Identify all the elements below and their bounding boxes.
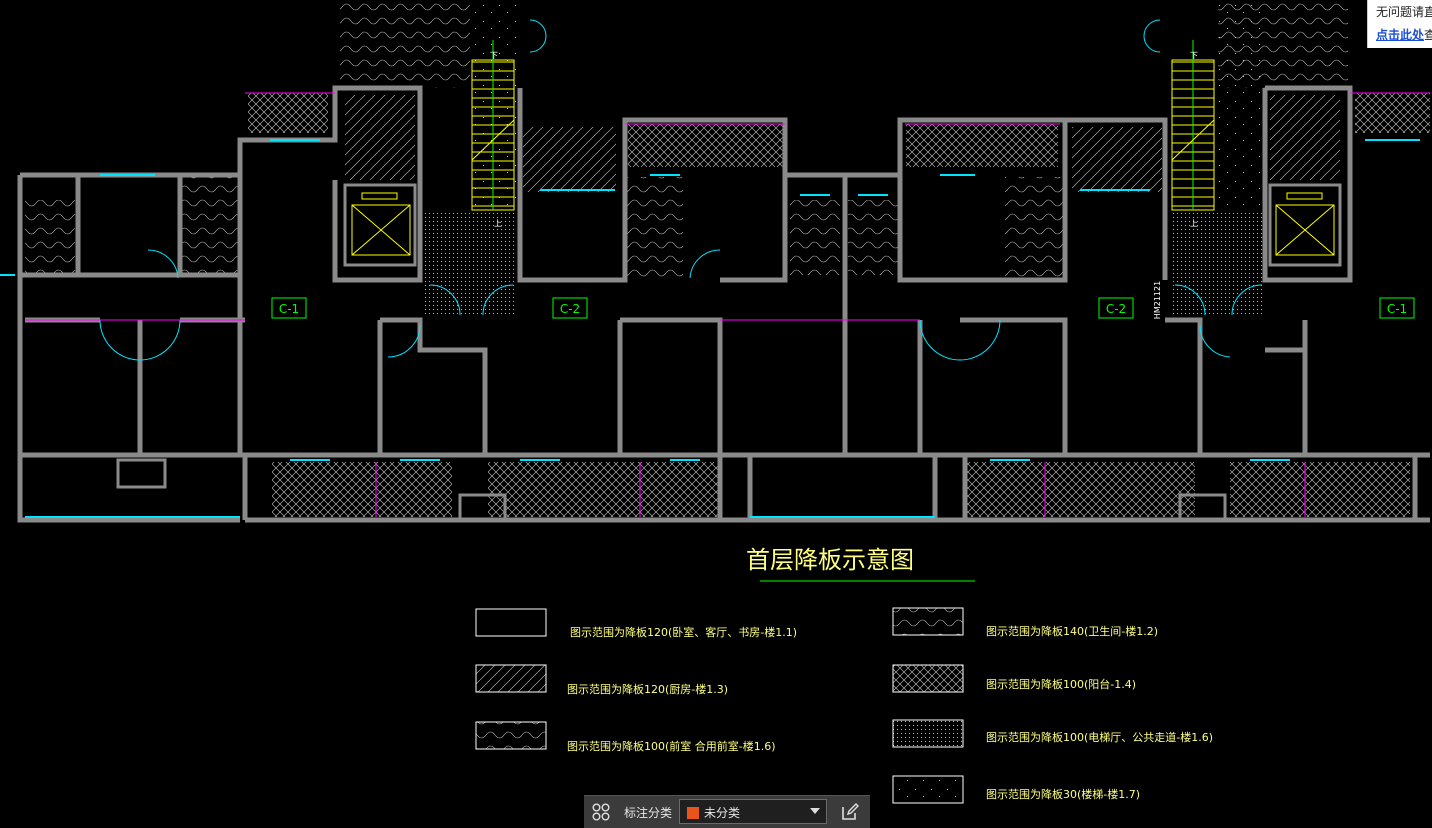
legend-swatch — [892, 719, 964, 748]
notice-popup: 无问题请直 点击此处查 — [1367, 0, 1432, 48]
legend: 图示范围为降板120(卧室、客厅、书房-楼1.1) 图示范围为降板120(厨房-… — [475, 607, 1213, 804]
legend-item: 图示范围为降板100(电梯厅、公共走道-楼1.6) — [892, 719, 1213, 748]
legend-swatch — [892, 607, 964, 636]
legend-swatch — [892, 664, 964, 693]
notice-text: 无问题请直 — [1376, 5, 1432, 19]
annotation-category-label: 标注分类 — [624, 806, 673, 820]
svg-text:C-1: C-1 — [1387, 302, 1407, 316]
drawing-title: 首层降板示意图 — [746, 546, 914, 574]
stair-marks: 下 上 下 上 — [490, 51, 1198, 228]
legend-swatch — [892, 775, 964, 804]
notice-link-line: 点击此处查 — [1376, 26, 1432, 43]
room-tag: C-2 — [1098, 297, 1134, 319]
legend-item: 图示范围为降板100(前室 合用前室-楼1.6) — [475, 721, 776, 753]
stairs — [471, 40, 1215, 211]
legend-item: 图示范围为降板100(阳台-1.4) — [892, 664, 1136, 693]
room-tag: C-1 — [1379, 297, 1415, 319]
room-tag: C-1 — [271, 297, 307, 319]
elevator-shafts — [351, 192, 1335, 256]
hatch-zones — [25, 0, 1430, 517]
legend-text: 图示范围为降板140(卫生间-楼1.2) — [986, 624, 1158, 638]
notice-text-rest: 查 — [1424, 28, 1432, 42]
category-select[interactable]: 未分类 — [679, 799, 827, 824]
room-tags: C-1 C-2 C-2 C-1 HM21121 — [271, 281, 1415, 319]
legend-text: 图示范围为降板120(卧室、客厅、书房-楼1.1) — [570, 625, 797, 639]
edit-icon[interactable] — [840, 802, 860, 822]
windows — [0, 139, 1420, 518]
legend-item: 图示范围为降板120(卧室、客厅、书房-楼1.1) — [475, 608, 797, 639]
click-here-link[interactable]: 点击此处 — [1376, 28, 1425, 42]
annotation-toolbar: 标注分类 未分类 — [584, 795, 870, 828]
vertical-tag: HM21121 — [1153, 281, 1162, 319]
room-tag: C-2 — [552, 297, 588, 319]
legend-swatch — [475, 608, 547, 637]
category-select-value: 未分类 — [704, 806, 741, 820]
walls — [17, 85, 1430, 523]
chevron-down-icon — [810, 808, 820, 814]
balcony-lines — [25, 92, 1430, 517]
svg-text:C-2: C-2 — [560, 302, 580, 316]
legend-item: 图示范围为降板120(厨房-楼1.3) — [475, 664, 728, 696]
category-color-swatch — [686, 806, 700, 820]
stair-mark: 下 — [1190, 51, 1198, 60]
grid-icon[interactable] — [592, 803, 610, 821]
legend-text: 图示范围为降板30(楼梯-楼1.7) — [986, 787, 1140, 801]
legend-swatch — [475, 664, 547, 693]
legend-text: 图示范围为降板100(阳台-1.4) — [986, 677, 1136, 691]
svg-text:C-1: C-1 — [279, 302, 299, 316]
legend-item: 图示范围为降板30(楼梯-楼1.7) — [892, 775, 1140, 804]
svg-text:C-2: C-2 — [1106, 302, 1126, 316]
legend-text: 图示范围为降板100(电梯厅、公共走道-楼1.6) — [986, 730, 1213, 744]
legend-item: 图示范围为降板140(卫生间-楼1.2) — [892, 607, 1158, 638]
stair-mark: 上 — [1190, 219, 1198, 228]
stair-mark: 上 — [494, 219, 502, 228]
legend-swatch — [475, 721, 547, 750]
doors — [99, 19, 1263, 361]
legend-text: 图示范围为降板100(前室 合用前室-楼1.6) — [567, 739, 776, 753]
stair-mark: 下 — [490, 51, 498, 60]
legend-text: 图示范围为降板120(厨房-楼1.3) — [567, 682, 728, 696]
